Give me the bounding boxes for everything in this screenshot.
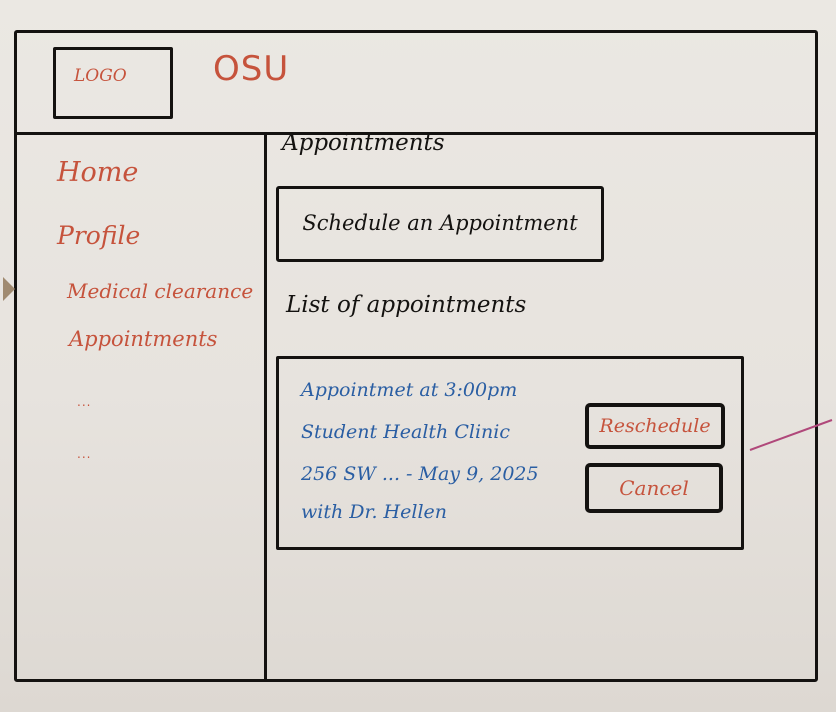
sidebar-item-more[interactable]: ... bbox=[77, 447, 92, 461]
appointment-address-date: 256 SW ... - May 9, 2025 bbox=[301, 463, 539, 485]
appointment-time: Appointmet at 3:00pm bbox=[301, 379, 518, 401]
appointments-list-heading: List of appointments bbox=[286, 292, 527, 318]
top-header: LOGO OSU bbox=[17, 33, 815, 135]
sidebar-item-more[interactable]: ... bbox=[77, 395, 92, 409]
sidebar: Home Profile Medical clearance Appointme… bbox=[3, 135, 267, 679]
page-title: Appointments bbox=[282, 130, 445, 156]
sidebar-item-appointments[interactable]: Appointments bbox=[69, 327, 218, 351]
app-window: LOGO OSU Home Profile Medical clearance … bbox=[3, 30, 818, 682]
appointment-card: Appointmet at 3:00pm Student Health Clin… bbox=[276, 356, 744, 550]
appointment-location: Student Health Clinic bbox=[301, 421, 510, 443]
appointment-provider: with Dr. Hellen bbox=[301, 501, 448, 523]
logo[interactable]: LOGO bbox=[53, 47, 173, 119]
brand-name: OSU bbox=[213, 49, 290, 89]
sidebar-item-home[interactable]: Home bbox=[57, 157, 139, 188]
sidebar-item-medical-clearance[interactable]: Medical clearance bbox=[67, 279, 254, 303]
pointer-marker-icon bbox=[3, 277, 15, 301]
cancel-button[interactable]: Cancel bbox=[585, 463, 723, 513]
annotation-arrow-icon bbox=[749, 419, 833, 451]
sidebar-item-profile[interactable]: Profile bbox=[57, 221, 141, 250]
reschedule-button[interactable]: Reschedule bbox=[585, 403, 725, 449]
logo-label: LOGO bbox=[74, 66, 127, 86]
schedule-appointment-button[interactable]: Schedule an Appointment bbox=[276, 186, 604, 262]
